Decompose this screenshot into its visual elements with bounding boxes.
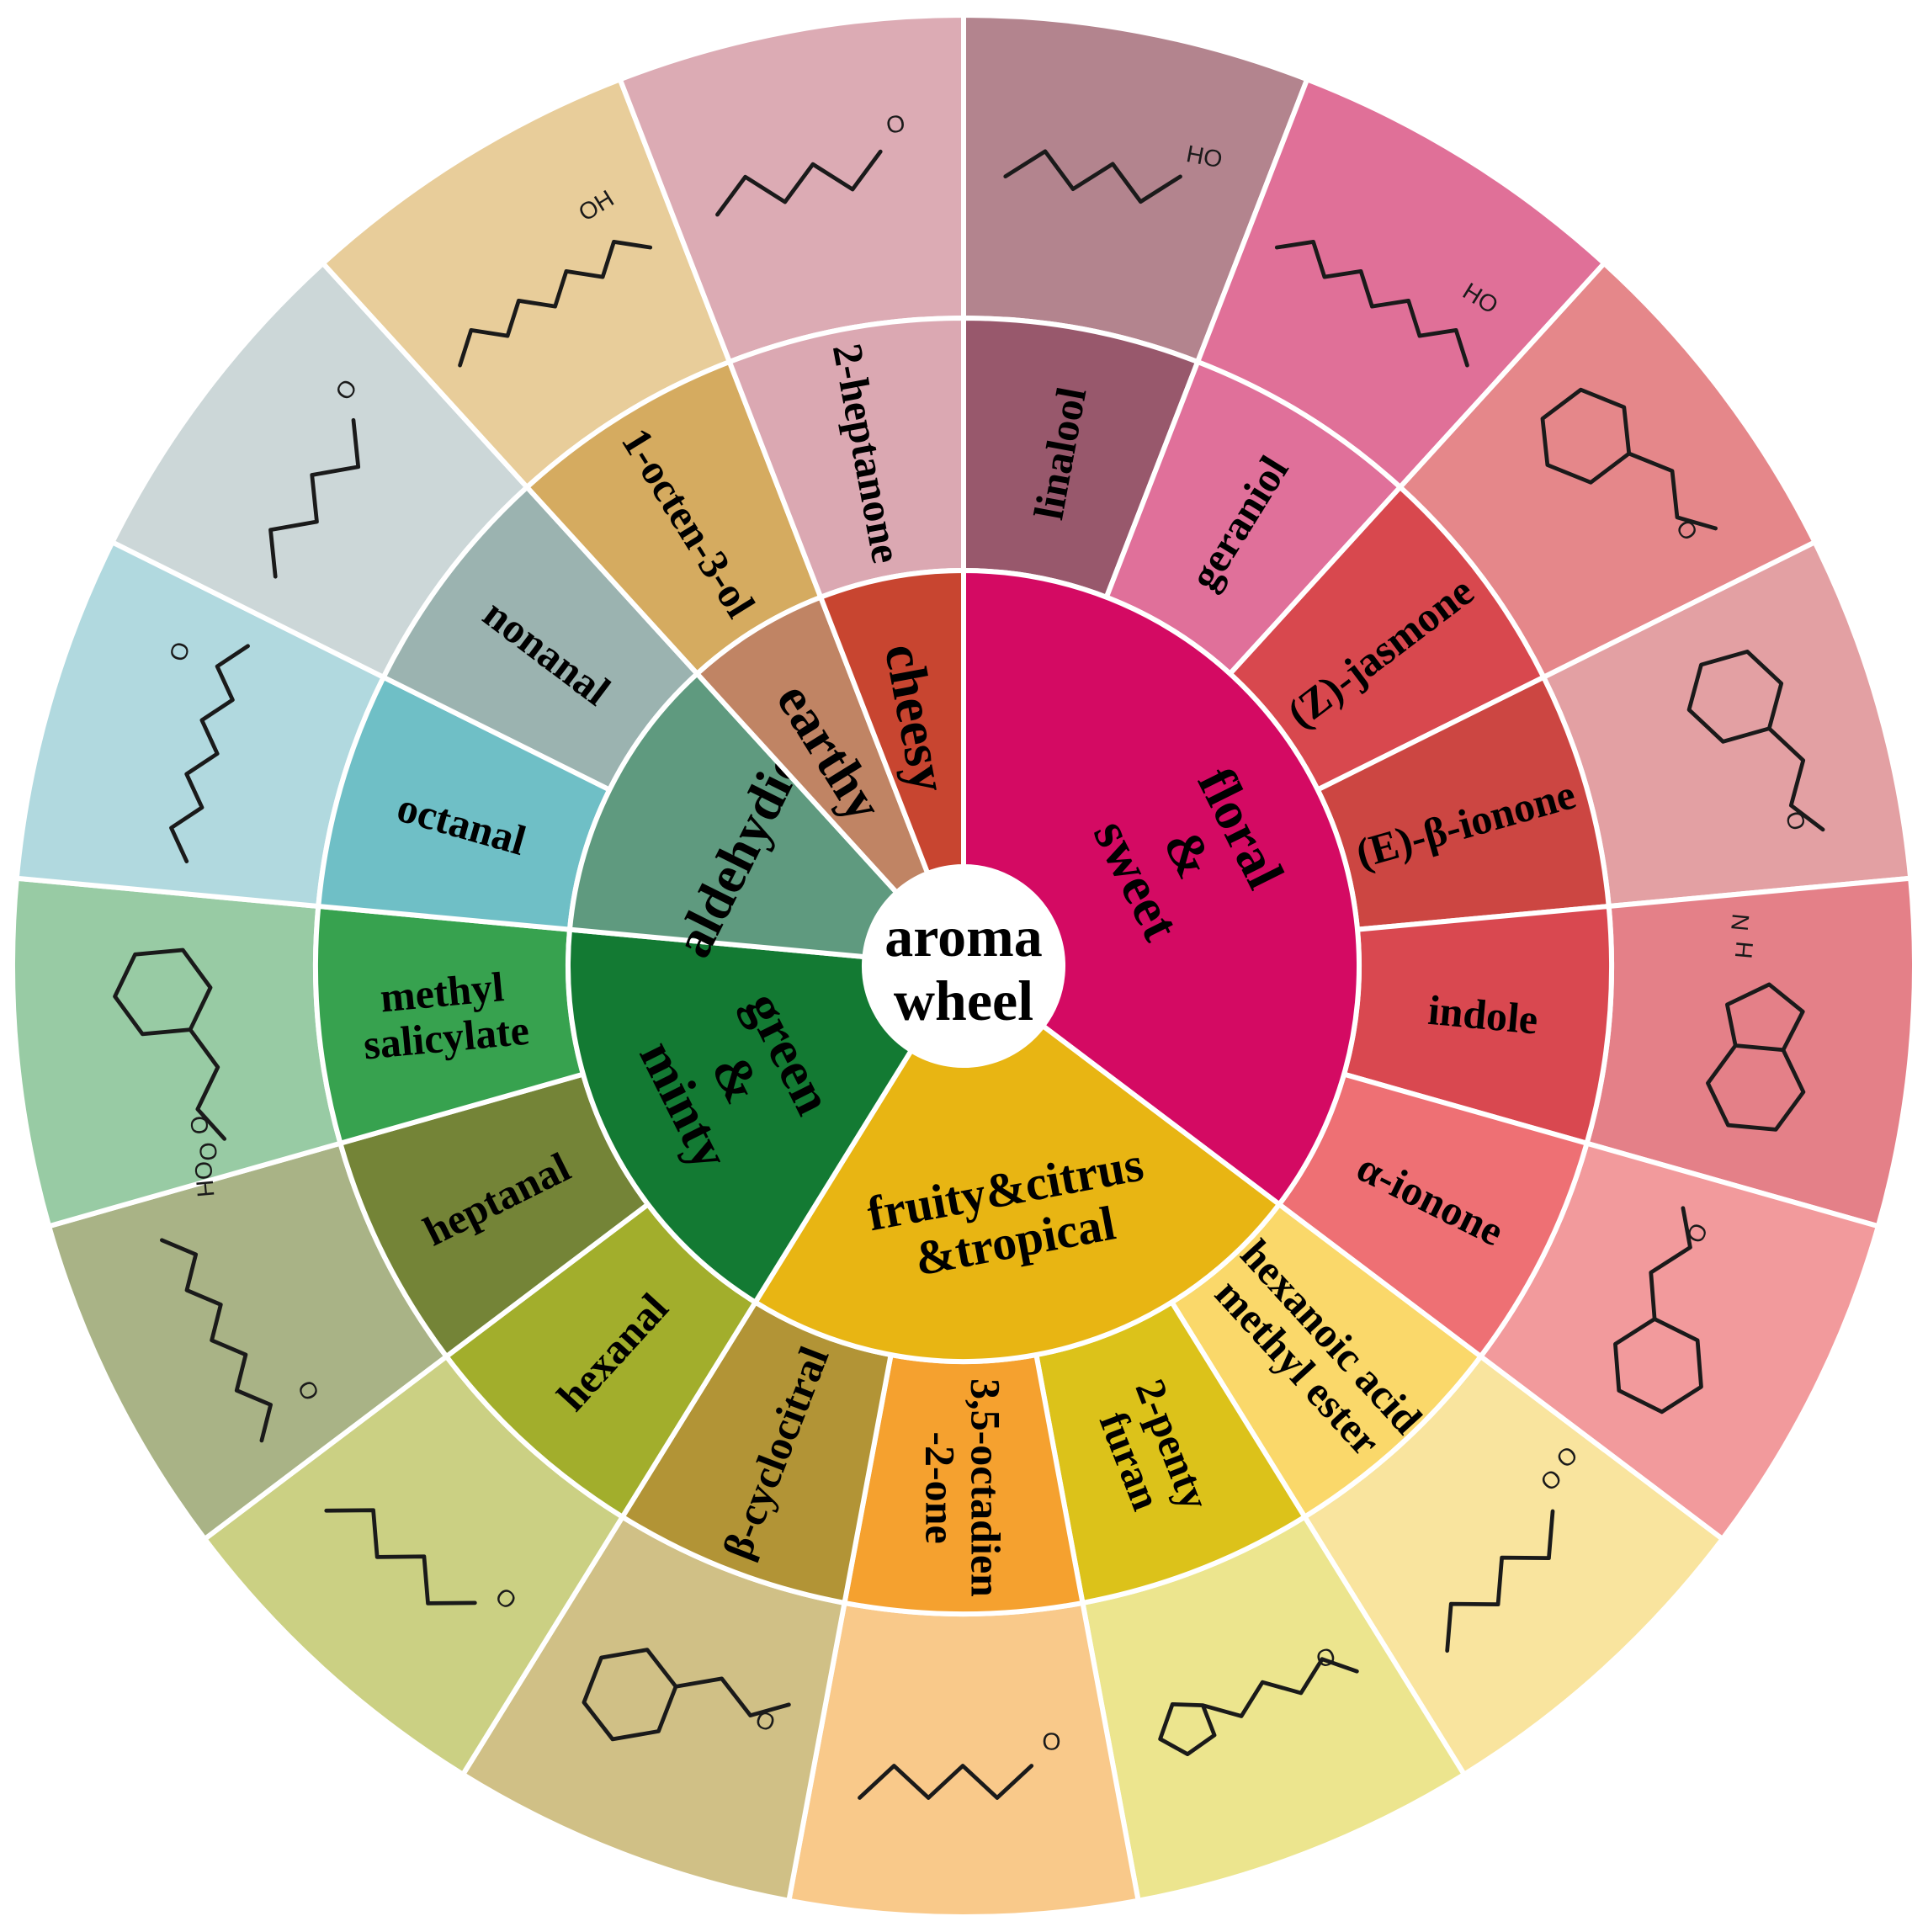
center-title-line1: aroma bbox=[884, 905, 1043, 969]
structure-octadienone: O bbox=[858, 1729, 1061, 1800]
center-circle bbox=[864, 867, 1063, 1065]
chain-structure-icon bbox=[715, 149, 883, 217]
ring-structure-icon bbox=[1540, 387, 1718, 531]
chain-structure-icon bbox=[458, 239, 653, 368]
structure-atom-label: O bbox=[1042, 1729, 1060, 1756]
inner-ring: floral&sweetfruity&citrus&tropicalgreen&… bbox=[566, 567, 1362, 1364]
chain-structure-icon bbox=[1274, 239, 1469, 368]
compound-label-salicylate-line: methyl bbox=[378, 963, 506, 1021]
compound-label-indole: indole bbox=[1426, 986, 1540, 1043]
structure-atom-label: OH bbox=[189, 1160, 219, 1199]
chain-structure-icon bbox=[858, 1764, 1034, 1800]
outer-segment-octadienone bbox=[785, 1600, 1142, 1919]
compound-label-indole-line: indole bbox=[1426, 986, 1540, 1043]
indole-ring-icon bbox=[1706, 982, 1806, 1132]
structure-pentylfuran: O bbox=[1158, 1643, 1359, 1757]
structure-atom-label: N bbox=[1727, 912, 1755, 932]
category-segment-aldehydic bbox=[566, 670, 900, 960]
chain-structure-icon bbox=[169, 644, 250, 863]
structure-atom-label: HO bbox=[1184, 141, 1224, 173]
compound-label-octadienone: 3,5-octadien-2-one bbox=[917, 1378, 1010, 1597]
ring-structure-icon bbox=[1613, 1206, 1703, 1414]
center-hub: aroma wheel bbox=[864, 867, 1063, 1065]
compound-label-octadienone-line: 3,5-octadien bbox=[963, 1378, 1010, 1597]
ring-structure-icon bbox=[1686, 649, 1825, 832]
compound-label-octadienone-line: -2-one bbox=[917, 1431, 964, 1543]
ring-structure-icon bbox=[582, 1648, 791, 1742]
structure-atom-label: O bbox=[194, 1141, 222, 1162]
chain-structure-icon bbox=[1445, 1509, 1555, 1653]
structure-indole: HN bbox=[1706, 912, 1806, 1132]
structure-atom-label: H bbox=[1730, 940, 1759, 959]
chain-structure-icon bbox=[1003, 149, 1182, 204]
chain-structure-icon bbox=[268, 417, 361, 579]
structure-linalool: HO bbox=[1003, 141, 1224, 204]
ring-structure-icon bbox=[113, 947, 227, 1141]
structure-cyclocitral: O bbox=[582, 1648, 791, 1742]
chain-structure-icon bbox=[159, 1238, 273, 1443]
structure-atom-label: O bbox=[184, 1115, 213, 1136]
outer-ring bbox=[10, 12, 1917, 1919]
furan-structure-icon bbox=[1158, 1657, 1359, 1757]
structure-b-ionone: O bbox=[1686, 649, 1825, 834]
chain-structure-icon bbox=[324, 1508, 477, 1606]
center-title-line2: wheel bbox=[894, 969, 1033, 1032]
